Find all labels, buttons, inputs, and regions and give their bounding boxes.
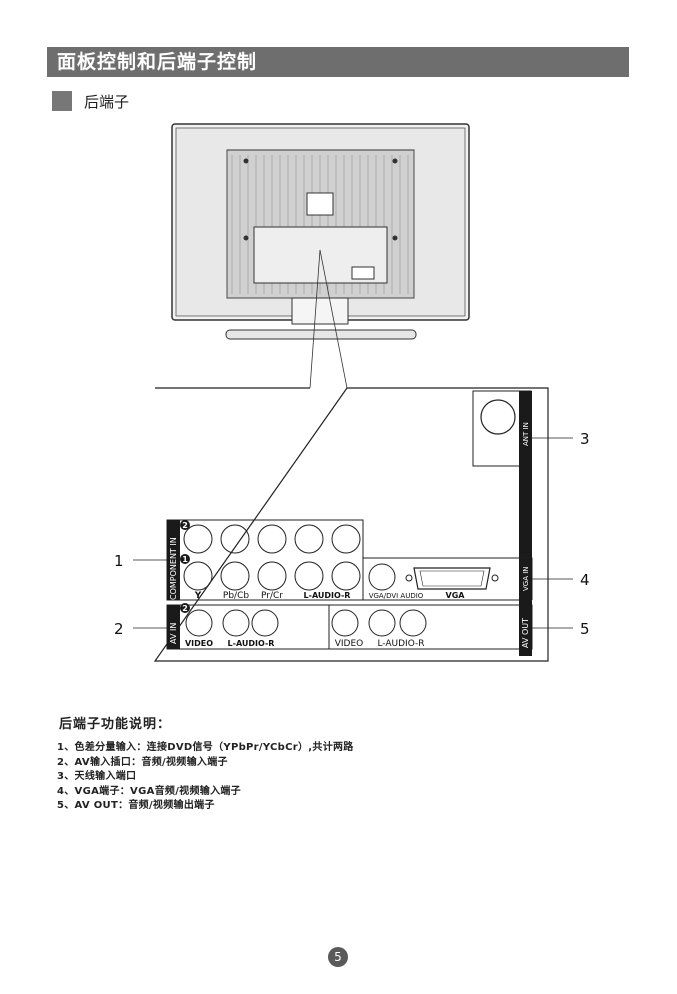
callout-2: 2 bbox=[114, 620, 124, 638]
callout-3: 3 bbox=[580, 430, 590, 448]
av-in-label: AV IN bbox=[169, 623, 178, 644]
callout-4: 4 bbox=[580, 571, 590, 589]
description-item: 1、色差分量输入：连接DVD信号（YPbPr/YCbCr）,共计两路 bbox=[57, 742, 354, 753]
callout-lines bbox=[133, 437, 573, 629]
ant-in-label: ANT IN bbox=[522, 422, 530, 446]
section-heading: 后端子 bbox=[52, 91, 129, 111]
jack-label-vga-audio: VGA/DVI AUDIO bbox=[369, 592, 424, 600]
description-item: 4、VGA端子：VGA音频/视频输入端子 bbox=[57, 785, 241, 797]
description-item: 2、AV输入插口：音频/视频输入端子 bbox=[57, 756, 228, 768]
description-title: 后端子功能说明： bbox=[59, 717, 172, 732]
tv-rear-illustration bbox=[171, 123, 470, 389]
description-item: 3、天线输入端口 bbox=[57, 771, 137, 782]
description-item: 5、AV OUT：音频/视频输出端子 bbox=[57, 800, 215, 811]
jack-label-pr: Pr/Cr bbox=[261, 591, 283, 601]
description-list: 1、色差分量输入：连接DVD信号（YPbPr/YCbCr）,共计两路 2、AV输… bbox=[57, 741, 354, 814]
page-title: 面板控制和后端子控制 bbox=[47, 47, 629, 77]
component-row1-badge: 2 bbox=[182, 521, 188, 530]
av-out-label: AV OUT bbox=[521, 618, 530, 648]
section-marker bbox=[52, 91, 72, 111]
page-number: 5 bbox=[328, 947, 348, 967]
jack-label-y: Y bbox=[194, 591, 202, 601]
jack-label-avin-video: VIDEO bbox=[185, 639, 213, 648]
component-row2-badge: 1 bbox=[182, 555, 188, 564]
avin-badge: 2 bbox=[182, 604, 188, 613]
section-label: 后端子 bbox=[84, 92, 130, 111]
jack-label-component-audio: L-AUDIO-R bbox=[304, 591, 351, 600]
callout-1: 1 bbox=[114, 552, 124, 570]
jack-label-pb: Pb/Cb bbox=[223, 591, 249, 601]
component-in-label: COMPONENT IN bbox=[169, 537, 178, 600]
callout-5: 5 bbox=[580, 620, 590, 638]
terminal-panel bbox=[153, 387, 549, 662]
jack-label-avin-audio: L-AUDIO-R bbox=[228, 639, 275, 648]
jack-label-avout-video: VIDEO bbox=[335, 639, 364, 649]
jack-label-vga: VGA bbox=[446, 591, 466, 600]
jack-label-avout-audio: L-AUDIO-R bbox=[377, 639, 424, 649]
vga-in-label: VGA IN bbox=[522, 566, 530, 591]
